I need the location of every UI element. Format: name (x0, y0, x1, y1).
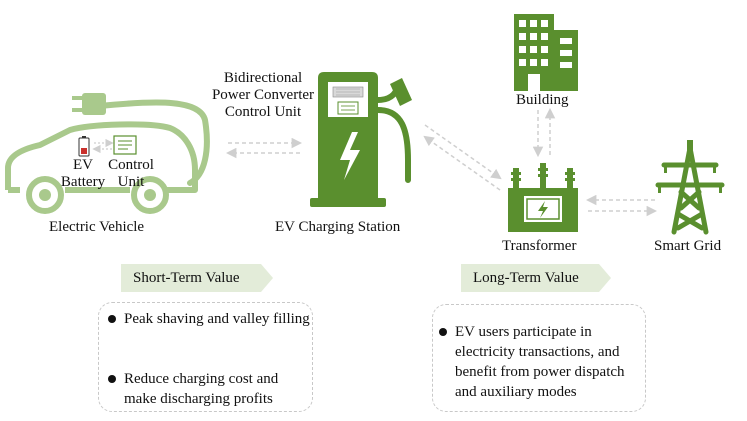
building-icon (514, 14, 578, 91)
building-transformer-arrows (532, 107, 556, 158)
building-label: Building (516, 92, 569, 108)
long-term-item-1-text: EV users participate in electricity tran… (455, 324, 625, 400)
short-term-value-box (98, 302, 313, 412)
bullet-dot (108, 375, 116, 383)
bullet-dot (439, 328, 447, 336)
electric-vehicle-label: Electric Vehicle (49, 219, 145, 235)
station-transformer-arrows (423, 124, 502, 191)
car-wheel-rear-icon (131, 176, 169, 214)
bullet-dot (108, 315, 116, 323)
plug-head-icon (72, 93, 106, 115)
charging-station-label: EV Charging Station (275, 219, 401, 235)
bidirectional-label: Bidirectional Power Converter Control Un… (205, 70, 321, 121)
plug-icon (97, 99, 210, 186)
long-term-value-box (432, 304, 646, 412)
transformer-label: Transformer (502, 238, 577, 254)
control-unit-icon (113, 135, 137, 155)
control-unit-line-1: Control (108, 157, 154, 173)
power-converter-icon (332, 86, 364, 98)
bidirectional-line-1: Bidirectional (223, 70, 303, 86)
station-control-unit-icon (337, 101, 359, 115)
power-tower-insulators (658, 140, 722, 193)
short-term-item-1-text: Peak shaving and valley filling (124, 311, 310, 327)
transformer-icon (508, 163, 578, 232)
battery-control-arrows (92, 138, 114, 154)
control-unit-line-2: Unit (117, 174, 145, 190)
electric-vehicle-icon (5, 121, 198, 193)
car-station-arrows (225, 137, 303, 159)
bidirectional-line-3: Control Unit (224, 104, 302, 120)
car-wheel-front-icon (26, 176, 64, 214)
ev-battery-line-2: Battery (60, 174, 106, 190)
ev-battery-label: EV Battery (58, 157, 108, 191)
battery-icon (78, 136, 90, 157)
short-term-item-2-text: Reduce charging cost and make dischargin… (124, 371, 279, 407)
transformer-grid-arrows (585, 194, 658, 217)
power-tower-icon (655, 145, 725, 235)
smart-grid-label: Smart Grid (654, 238, 722, 254)
long-term-value-tag: Long-Term Value (461, 264, 611, 292)
ev-battery-line-1: EV (73, 157, 93, 173)
short-term-value-tag: Short-Term Value (121, 264, 273, 292)
bidirectional-line-2: Power Converter (211, 87, 315, 103)
control-unit-label: Control Unit (106, 157, 156, 191)
